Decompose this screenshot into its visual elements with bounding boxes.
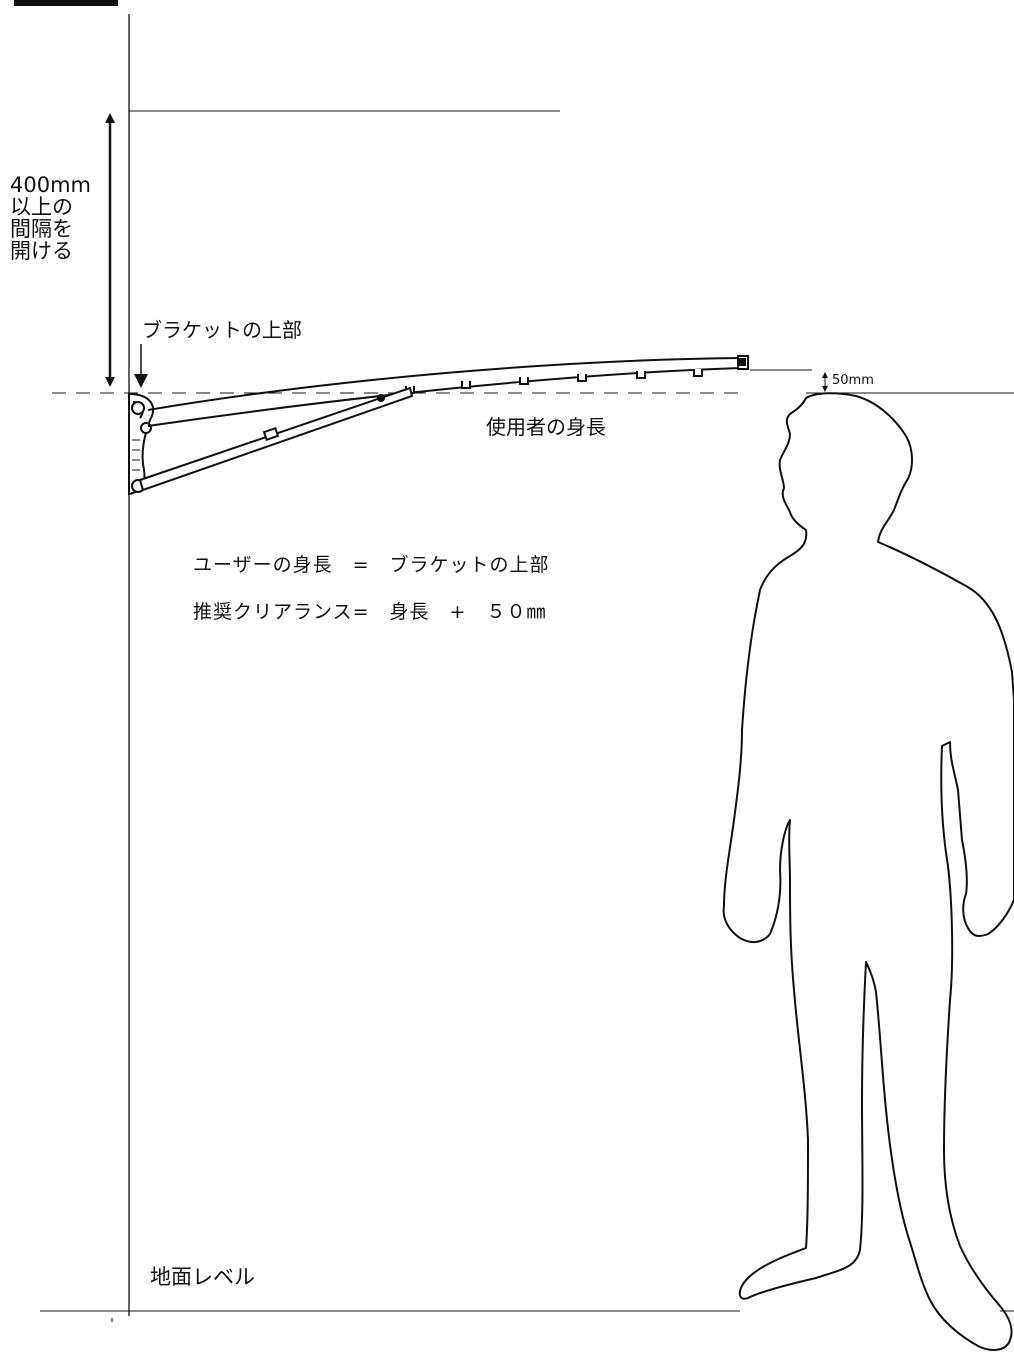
clearance-note-line-3: 間隔を (10, 217, 73, 241)
bracket-top-label: ブラケットの上部 (142, 318, 302, 342)
support-strut (138, 386, 414, 492)
formula-line-2: 推奨クリアランス= 身長 + ５０㎜ (193, 601, 547, 623)
wall-bracket (128, 392, 155, 496)
gap-arrow-up (822, 372, 828, 378)
bracket-top-arrowhead (134, 374, 148, 388)
corner-tab (14, 0, 118, 6)
clearance-note-line-1: 400mm (10, 173, 91, 197)
clearance-note-line-2: 以上の (10, 195, 73, 219)
awning-arm (147, 355, 749, 427)
gap-label: 50mm (832, 373, 874, 388)
clearance-note-line-4: 開ける (10, 239, 73, 263)
person-silhouette (722, 392, 1014, 1351)
formula-line-1: ユーザーの身長 = ブラケットの上部 (193, 554, 550, 576)
clearance-note: 400mm 以上の 間隔を 開ける (10, 174, 91, 262)
user-height-label: 使用者の身長 (486, 415, 606, 439)
ground-level-label: 地面レベル (150, 1265, 255, 1289)
gap-arrow-down (822, 386, 828, 392)
